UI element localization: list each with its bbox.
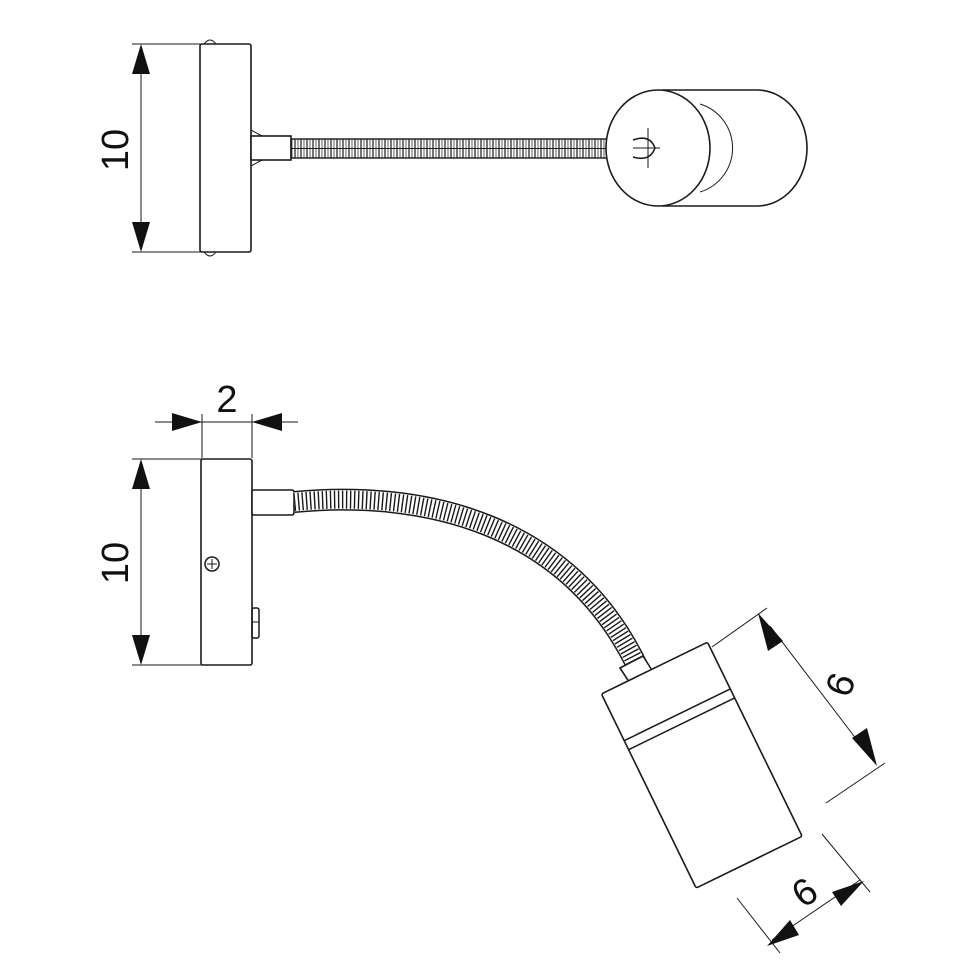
arrow-up-icon (132, 459, 150, 489)
top-arm-collar (250, 135, 292, 161)
switch-icon (251, 607, 260, 639)
side-depth-dimension: 2 (155, 379, 298, 458)
arrow-up-icon (758, 613, 783, 651)
side-view: 2 10 (95, 379, 886, 954)
arrow-down-icon (132, 635, 150, 665)
side-depth-label: 2 (216, 379, 237, 421)
side-height-label: 10 (95, 542, 137, 584)
arrow-left-icon (767, 920, 799, 946)
side-wall-plate (200, 458, 260, 666)
side-shade-diameter-dimension: 6 (736, 833, 871, 954)
top-view: 10 (95, 39, 808, 257)
top-height-dimension: 10 (95, 43, 202, 253)
side-lamp-head (601, 642, 803, 889)
arrow-up-icon (132, 44, 150, 74)
side-arm-collar (251, 489, 295, 516)
side-height-dimension: 10 (95, 458, 202, 666)
arrow-down-icon (852, 728, 877, 766)
side-shade-diameter-label: 6 (784, 870, 825, 917)
arrow-down-icon (132, 222, 150, 252)
side-gooseneck (292, 488, 650, 677)
arrow-right-icon (172, 413, 202, 431)
screw-icon (204, 556, 220, 572)
top-lamp-head (605, 89, 808, 207)
top-gooseneck (290, 138, 634, 159)
top-height-label: 10 (95, 129, 137, 171)
arrow-left-icon (252, 413, 282, 431)
arrow-right-icon (832, 881, 864, 906)
